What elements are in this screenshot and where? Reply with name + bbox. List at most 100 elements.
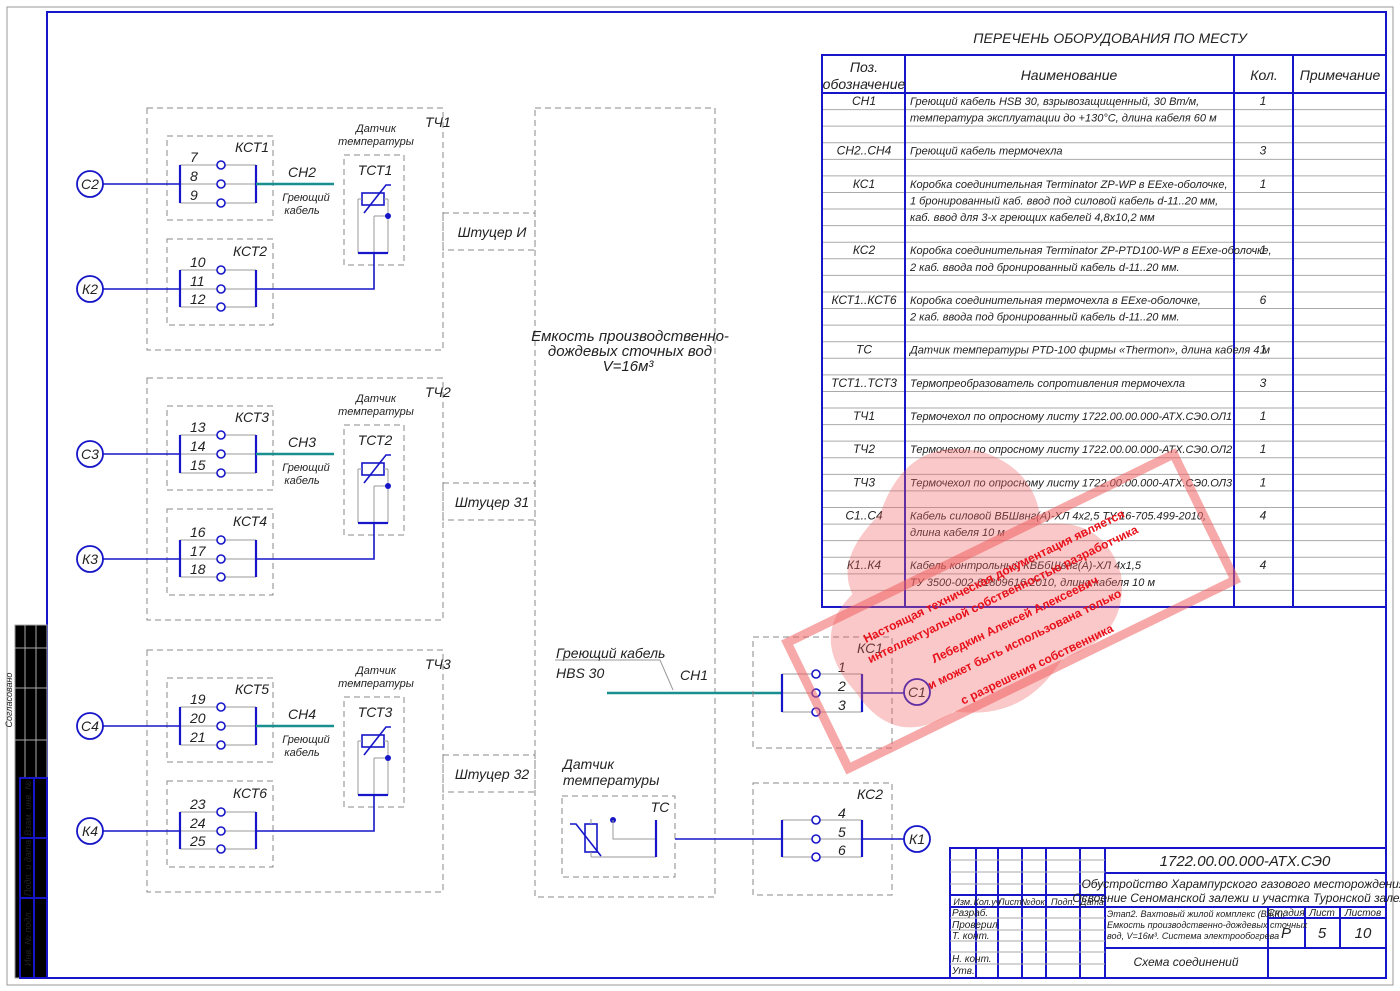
table-cell-pos: СН2..СН4 <box>837 144 892 158</box>
table-cell-name: каб. ввод для 3-х греющих кабелей 4,8х10… <box>910 212 1155 224</box>
terminal-number: 19 <box>190 691 206 707</box>
thermistor-slash <box>363 184 391 214</box>
table-cell-pos: ТС <box>856 343 872 357</box>
terminal-number: 18 <box>190 561 206 577</box>
thermal-cover-label: ТЧ2 <box>425 384 451 400</box>
terminal-icon <box>216 284 226 294</box>
sheet-label: Лист <box>1308 908 1335 919</box>
stage-label: Стадия <box>1267 908 1305 919</box>
table-cell-name: ТУ 3500-002-81809616-2010, длина кабеля … <box>910 577 1155 589</box>
heating-cable-label: СН2 <box>288 164 316 180</box>
thermal-cover-label: ТЧ1 <box>425 114 451 130</box>
table-cell-pos: ТЧ2 <box>853 442 875 456</box>
side-strip-label: Согласовано <box>4 673 14 728</box>
table-cell-name: Коробка соединительная термочехла в EExe… <box>910 295 1201 307</box>
thermistor-slash <box>570 823 602 857</box>
table-cell-qty: 1 <box>1260 243 1267 257</box>
table-cell-pos: КС2 <box>853 243 876 257</box>
terminal-icon <box>216 302 226 312</box>
sheets-value: 10 <box>1355 925 1372 942</box>
junction-box-label: КСТ1 <box>235 139 269 155</box>
table-cell-name: Коробка соединительная Terminator ZP-PTD… <box>910 245 1272 257</box>
sensor-label: ТСТ2 <box>358 432 393 448</box>
connection-schematic: ТЧ1КСТ1789КСТ2101112С2К2СН2Греющийкабель… <box>76 107 931 898</box>
heating-caption: кабель <box>284 475 319 487</box>
sensor-label: ТСТ3 <box>358 704 393 720</box>
main-cable-caption: HBS 30 <box>556 665 604 681</box>
wire <box>612 820 656 840</box>
watermark-emblem <box>830 448 1122 728</box>
header-qty: Кол. <box>1250 67 1278 83</box>
table-cell-pos: КСТ1..КСТ6 <box>831 293 896 307</box>
terminal-icon <box>216 198 226 208</box>
terminal-icon <box>811 815 821 825</box>
control-cable-tag: К4 <box>82 823 98 839</box>
terminal-number: 6 <box>838 842 846 858</box>
terminal-number: 14 <box>190 438 206 454</box>
terminal-icon <box>216 535 226 545</box>
header-note: Примечание <box>1300 67 1381 83</box>
terminal-number: 5 <box>838 824 846 840</box>
terminal-number: 24 <box>189 815 206 831</box>
heating-caption: Греющий <box>282 462 330 474</box>
kc2-label: КС2 <box>857 786 883 802</box>
terminal-icon <box>811 669 821 679</box>
role-label: Н. конт. <box>952 954 992 965</box>
heating-cable-label: СН4 <box>288 706 316 722</box>
heating-caption: кабель <box>284 747 319 759</box>
sensor-caption: температуры <box>338 678 414 690</box>
header-name: Наименование <box>1021 67 1118 83</box>
sensor-caption: температуры <box>338 406 414 418</box>
terminal-icon <box>216 807 226 817</box>
terminal-number: 23 <box>189 796 206 812</box>
header-pos: Поз. <box>850 59 878 75</box>
side-strip-label: Инв. № подл. <box>23 910 33 966</box>
terminal-number: 16 <box>190 524 206 540</box>
table-cell-qty: 4 <box>1260 558 1267 572</box>
thermal-cover-box <box>146 377 444 621</box>
junction-dot <box>385 213 391 219</box>
junction-box <box>166 508 274 596</box>
sensor-wire <box>256 523 375 560</box>
terminal-icon <box>216 265 226 275</box>
role-label: Утв. <box>951 966 975 977</box>
object-title: Емкость производственно-дождевых сточных <box>1107 920 1308 930</box>
terminal-number: 21 <box>189 729 206 745</box>
terminal-number: 25 <box>189 833 206 849</box>
junction-box-label: КСТ6 <box>233 785 267 801</box>
tank-label: дождевых сточных вод <box>548 343 712 360</box>
kc1-label: КС1 <box>857 640 883 656</box>
terminal-number: 20 <box>189 710 206 726</box>
table-cell-pos: КС1 <box>853 177 875 191</box>
table-cell-qty: 3 <box>1260 144 1267 158</box>
terminal-icon <box>811 834 821 844</box>
sensor-caption: температуры <box>338 136 414 148</box>
terminal-number: 13 <box>190 419 206 435</box>
table-cell-qty: 1 <box>1260 442 1267 456</box>
sensor-caption: температуры <box>563 772 660 788</box>
control-cable-tag: К2 <box>82 281 98 297</box>
object-title: вод, V=16м³. Система электрообогрева <box>1107 931 1279 941</box>
sensor-wire <box>256 795 375 832</box>
stage-value: Р <box>1281 925 1291 942</box>
terminal-icon <box>216 430 226 440</box>
table-cell-qty: 4 <box>1260 509 1267 523</box>
junction-dot <box>385 483 391 489</box>
tc-label: ТС <box>651 799 671 815</box>
page-border <box>6 6 1394 986</box>
terminal-icon <box>216 179 226 189</box>
title-block-border <box>949 847 1387 979</box>
table-cell-qty: 3 <box>1260 376 1267 390</box>
table-cell-name: Греющий кабель HSB 30, взрывозащищенный,… <box>910 96 1199 108</box>
table-cell-name: Термочехол по опросному листу 1722.00.00… <box>910 444 1232 456</box>
table-cell-qty: 1 <box>1260 409 1267 423</box>
terminal-icon <box>811 852 821 862</box>
terminal-number: 4 <box>838 805 846 821</box>
table-cell-name: Кабель силовой ВБШвнг(А)-ХЛ 4х2,5 ТУ 16-… <box>910 511 1206 523</box>
junction-box-label: КСТ3 <box>235 409 269 425</box>
table-cell-name: 2 каб. ввода под бронированный кабель d-… <box>909 262 1180 274</box>
thermal-cover-group: ТЧ3КСТ5192021КСТ6232425С4К4СН4Греющийкаб… <box>76 649 536 893</box>
table-border <box>821 54 1387 608</box>
table-cell-qty: 1 <box>1260 177 1267 191</box>
